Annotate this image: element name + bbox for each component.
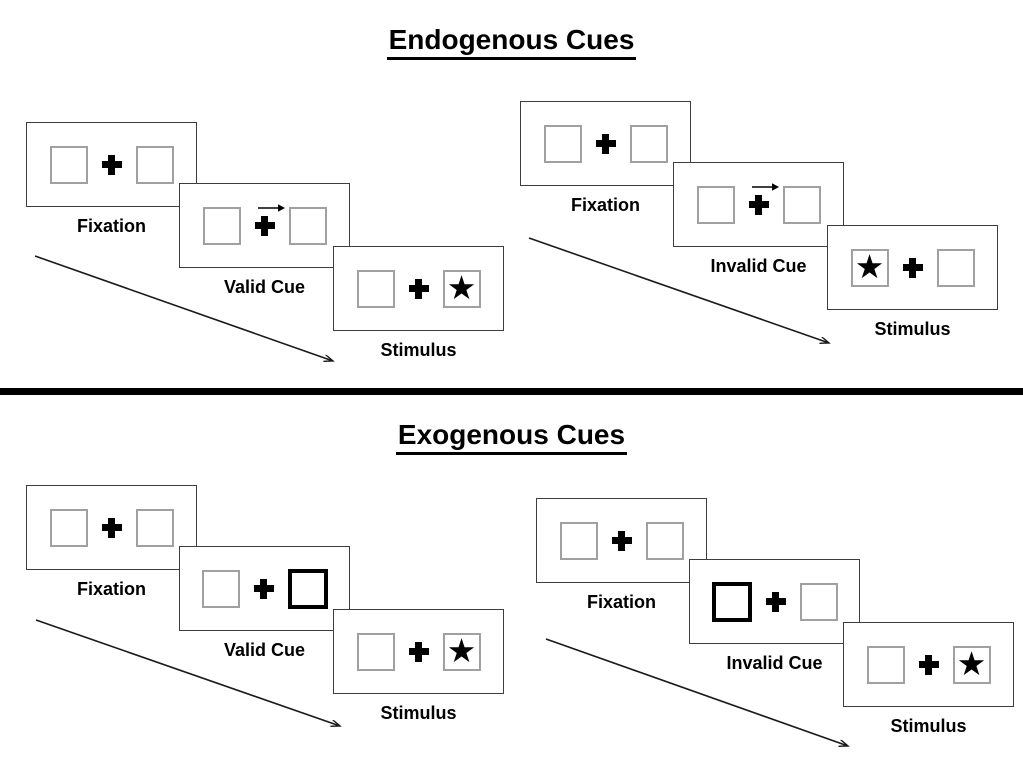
display-frame [673, 162, 844, 247]
panel-label: Stimulus [380, 703, 457, 723]
panel-label: Fixation [76, 579, 146, 599]
panel-label: Invalid Cue [710, 256, 807, 276]
right-box [936, 248, 975, 287]
right-box [288, 206, 327, 245]
panel-label: Valid Cue [223, 277, 306, 297]
fixation-cross [101, 154, 122, 175]
fixation-cross [902, 257, 923, 278]
left-box [201, 569, 240, 608]
panel-stimulus: ★ Stimulus [827, 225, 998, 340]
display-frame: ★ [843, 622, 1014, 707]
section-title-exogenous-text: Exogenous Cues [395, 419, 628, 455]
display-frame: ★ [827, 225, 998, 310]
left-box [49, 508, 88, 547]
fixation-cross [253, 578, 274, 599]
panel-label: Valid Cue [223, 640, 306, 660]
panel-stimulus: ★ Stimulus [333, 246, 504, 361]
left-box-cue-highlighted [711, 581, 752, 622]
panel-label: Stimulus [874, 319, 951, 339]
star-icon: ★ [446, 631, 477, 670]
panel-valid-cue: Valid Cue [179, 183, 350, 298]
panel-invalid-cue: Invalid Cue [689, 559, 860, 674]
section-divider [0, 388, 1023, 395]
fixation-cross [254, 215, 275, 236]
fixation-cross [918, 654, 939, 675]
left-box [866, 645, 905, 684]
fixation-cross [765, 591, 786, 612]
fixation-cross-area [611, 530, 632, 551]
display-frame [179, 546, 350, 631]
display-frame: ★ [333, 609, 504, 694]
left-box [696, 185, 735, 224]
right-box [782, 185, 821, 224]
panel-label: Invalid Cue [726, 653, 823, 673]
left-box [543, 124, 582, 163]
fixation-cross [611, 530, 632, 551]
fixation-cross [595, 133, 616, 154]
panel-fixation: Fixation [520, 101, 691, 216]
star-icon: ★ [956, 644, 987, 683]
star-icon: ★ [854, 247, 885, 286]
left-box [559, 521, 598, 560]
panel-label: Fixation [76, 216, 146, 236]
display-frame [689, 559, 860, 644]
panel-stimulus: ★ Stimulus [333, 609, 504, 724]
fixation-cross-area [595, 133, 616, 154]
panel-fixation: Fixation [536, 498, 707, 613]
fixation-cross-area [918, 654, 939, 675]
display-frame [26, 485, 197, 570]
panel-stimulus: ★ Stimulus [843, 622, 1014, 737]
fixation-cross-area [902, 257, 923, 278]
display-frame [26, 122, 197, 207]
display-frame: ★ [333, 246, 504, 331]
panel-fixation: Fixation [26, 485, 197, 600]
panel-label: Stimulus [890, 716, 967, 736]
section-title-endogenous-text: Endogenous Cues [386, 24, 637, 60]
left-box [202, 206, 241, 245]
time-arrow [35, 619, 351, 733]
fixation-cross-area [254, 203, 285, 236]
fixation-cross-area [748, 182, 779, 215]
section-title-endogenous: Endogenous Cues [0, 24, 1023, 60]
section-title-exogenous: Exogenous Cues [0, 419, 1023, 455]
panel-label: Fixation [586, 592, 656, 612]
panel-invalid-cue: Invalid Cue [673, 162, 844, 277]
left-box: ★ [850, 247, 889, 287]
right-box [645, 521, 684, 560]
time-arrow [528, 237, 840, 350]
fixation-cross-area [101, 154, 122, 175]
left-box [356, 632, 395, 671]
fixation-cross-area [101, 517, 122, 538]
cue-arrow-icon [751, 182, 779, 191]
right-box [629, 124, 668, 163]
time-arrow [34, 255, 345, 372]
display-frame [179, 183, 350, 268]
fixation-cross-area [765, 591, 786, 612]
fixation-cross [408, 278, 429, 299]
right-box: ★ [952, 644, 991, 684]
right-box: ★ [442, 631, 481, 671]
panel-label: Fixation [570, 195, 640, 215]
right-box: ★ [442, 268, 481, 308]
fixation-cross [748, 194, 769, 215]
right-box-cue-highlighted [287, 568, 328, 609]
fixation-cross [408, 641, 429, 662]
fixation-cross-area [408, 641, 429, 662]
right-box [799, 582, 838, 621]
right-box [135, 508, 174, 547]
right-box [135, 145, 174, 184]
fixation-cross [101, 517, 122, 538]
display-frame [520, 101, 691, 186]
time-arrow [545, 638, 859, 753]
fixation-cross-area [408, 278, 429, 299]
panel-label: Stimulus [380, 340, 457, 360]
display-frame [536, 498, 707, 583]
left-box [356, 269, 395, 308]
panel-valid-cue: Valid Cue [179, 546, 350, 661]
star-icon: ★ [446, 268, 477, 307]
cue-arrow-icon [257, 203, 285, 212]
fixation-cross-area [253, 578, 274, 599]
panel-fixation: Fixation [26, 122, 197, 237]
left-box [49, 145, 88, 184]
